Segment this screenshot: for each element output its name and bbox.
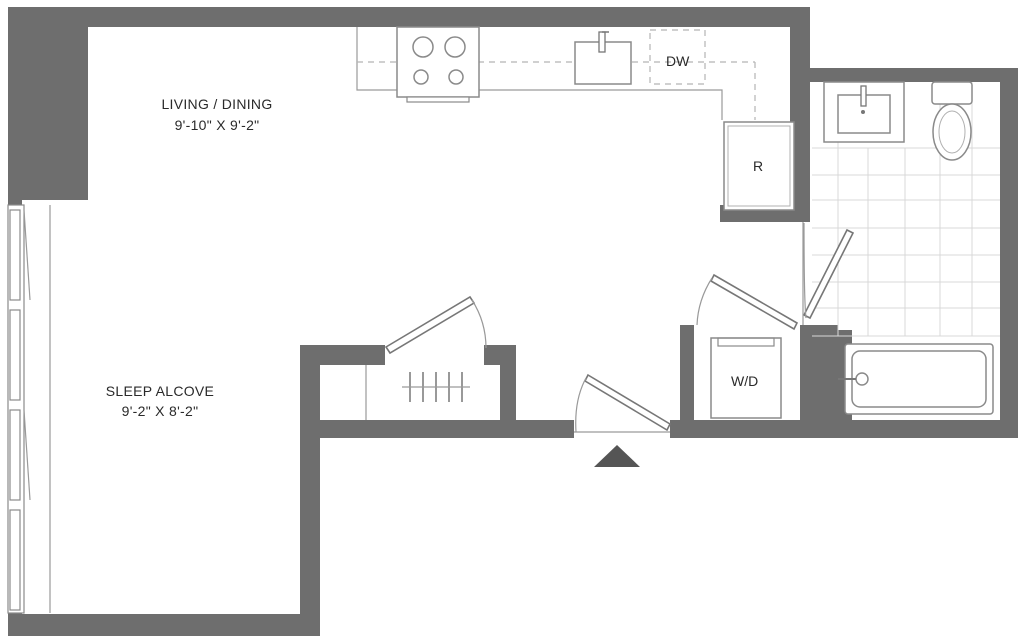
- dishwasher-label: DW: [666, 53, 690, 69]
- washer-dryer: W/D: [696, 273, 799, 419]
- sleep-alcove-dims: 9'-2" X 8'-2": [122, 403, 199, 419]
- room-labels: LIVING / DINING 9'-10" X 9'-2" SLEEP ALC…: [106, 96, 272, 419]
- cooktop: [396, 26, 480, 103]
- washer-dryer-label: W/D: [731, 373, 758, 389]
- dishwasher: DW: [649, 29, 706, 85]
- entry-door: [574, 373, 672, 433]
- sleep-alcove-name: SLEEP ALCOVE: [106, 383, 214, 399]
- toilet: [931, 81, 973, 161]
- kitchen-sink: [574, 31, 632, 85]
- bath-tile-grid: [812, 82, 1000, 337]
- bathroom: [802, 81, 1000, 415]
- living-dining-dims: 9'-10" X 9'-2": [175, 117, 260, 133]
- bathtub: [838, 343, 994, 415]
- bath-sink: [823, 81, 905, 143]
- entry-arrow: [594, 445, 640, 467]
- refrigerator-label: R: [753, 158, 763, 174]
- living-dining-name: LIVING / DINING: [161, 96, 272, 112]
- coat-closet: [365, 295, 487, 420]
- refrigerator: R: [723, 121, 795, 211]
- window-strip: [7, 204, 51, 614]
